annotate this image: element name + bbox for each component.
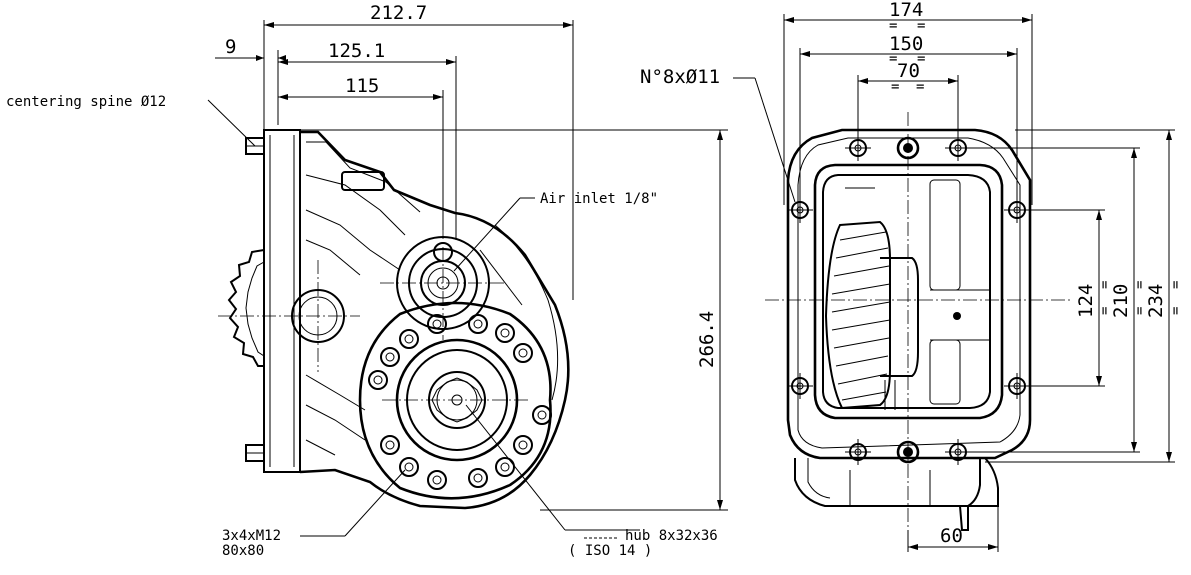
front-inner-opening (813, 163, 1004, 420)
side-housing (299, 130, 570, 510)
symmetry-mark: = (1168, 307, 1184, 315)
side-center-lines (218, 225, 530, 401)
label-hub-standard: ( ISO 14 ) (568, 543, 652, 559)
side-gear-teeth (227, 249, 345, 367)
dim-flange-offset: 9 (225, 36, 236, 58)
label-hub: hub 8x32x36 (625, 528, 718, 544)
dim-height: 266.4 (696, 311, 718, 368)
label-mount-pattern: 80x80 (222, 543, 264, 559)
dim-holes: N°8xØ11 (640, 66, 720, 88)
symmetry-mark: = (917, 18, 925, 34)
symmetry-mark: = (916, 79, 924, 95)
dim-width-outer: 174 (889, 0, 923, 21)
symmetry-mark: = (889, 51, 897, 67)
symmetry-mark: = (889, 18, 897, 34)
side-view: 212.7 9 125.1 115 266.4 centering spine … (6, 2, 728, 559)
dim-overall-length: 212.7 (370, 2, 427, 24)
front-bevel-gear (824, 220, 919, 410)
dim-bottom-width: 60 (940, 525, 963, 547)
dim-width-inner: 70 (897, 60, 920, 82)
front-lower-housing (794, 457, 999, 531)
symmetry-mark: = (1132, 281, 1148, 289)
front-width-dimensions (783, 14, 1033, 552)
dim-height-outer: 234 (1145, 284, 1167, 318)
dim-height-inner: 124 (1075, 284, 1097, 318)
symmetry-marks: = = = = = = = = = = = = (889, 18, 1184, 315)
front-flange-plate (786, 128, 1032, 460)
symmetry-mark: = (1168, 281, 1184, 289)
label-centering-spine: centering spine Ø12 (6, 94, 166, 110)
dim-height-mid: 210 (1110, 284, 1132, 318)
front-view: 174 150 70 N°8xØ11 60 124 210 234 = = = … (640, 0, 1184, 552)
side-leaders (207, 99, 640, 539)
side-dimension-lines (215, 20, 728, 511)
flange-bolt-holes (368, 314, 552, 490)
label-mount-bolts: 3x4xM12 (222, 528, 281, 544)
dim-shaft-offset: 125.1 (328, 40, 385, 62)
dim-hub-offset: 115 (345, 75, 379, 97)
label-air-inlet: Air inlet 1/8" (540, 191, 658, 207)
symmetry-mark: = (917, 51, 925, 67)
side-flange-plate (245, 129, 301, 473)
symmetry-mark: = (1132, 307, 1148, 315)
side-output-flange (358, 301, 552, 500)
symmetry-mark: = (1097, 281, 1113, 289)
front-height-dimensions (958, 129, 1175, 463)
symmetry-mark: = (891, 79, 899, 95)
symmetry-mark: = (1097, 307, 1113, 315)
dim-width-mid: 150 (889, 33, 923, 55)
